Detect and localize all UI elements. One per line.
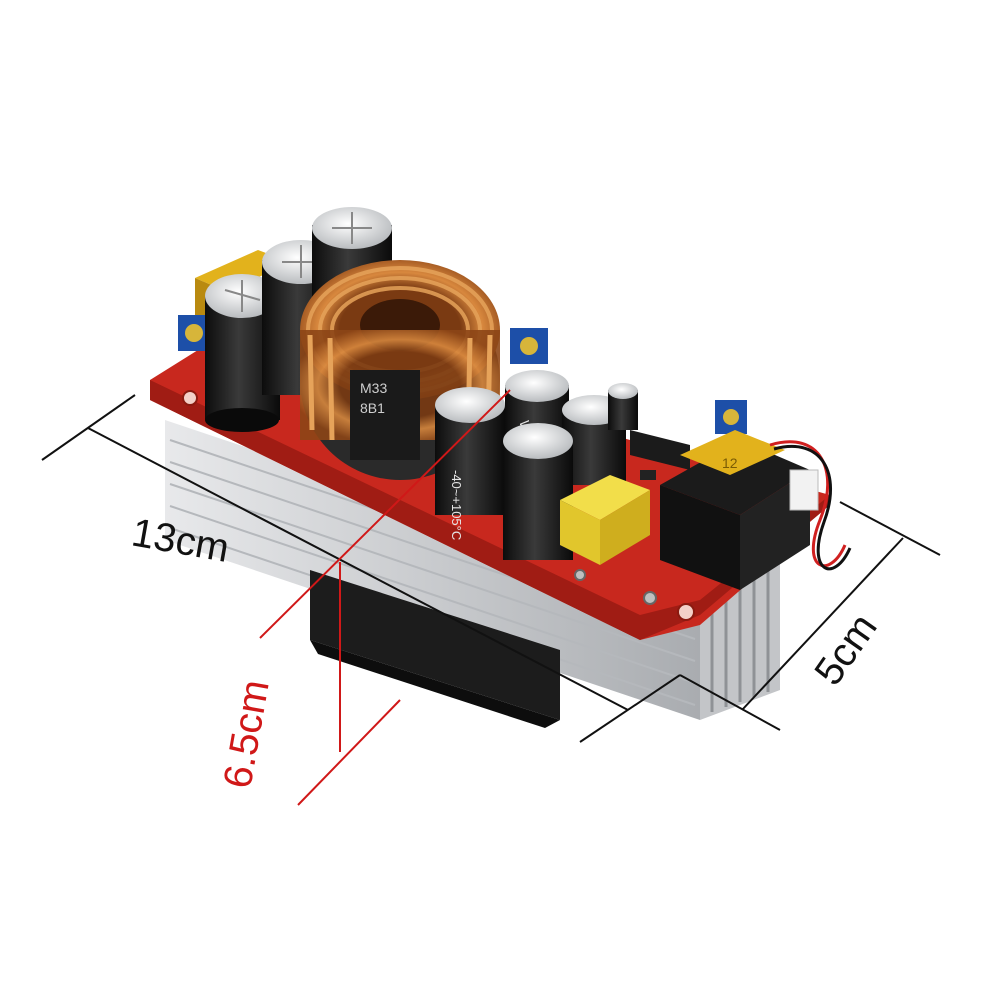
output-terminal: 12 <box>660 430 810 590</box>
fuse-marking: 12 <box>722 455 738 471</box>
capacitor-output-1: -40~+105°C <box>435 387 505 540</box>
fan-wire <box>769 440 852 571</box>
heatsink <box>165 420 780 728</box>
dimension-width <box>679 501 941 731</box>
control-ic <box>630 430 690 480</box>
potentiometer-right <box>715 400 747 434</box>
potentiometer-middle <box>510 328 548 364</box>
width-label: 5cm <box>806 606 885 693</box>
capacitor-small <box>608 383 638 430</box>
inductor-marking-1: M33 <box>360 380 387 396</box>
height-label: 6.5cm <box>216 677 278 792</box>
dimension-height <box>259 389 511 806</box>
cap-rating-text: -40~+105°C <box>449 470 464 540</box>
potentiometer-left <box>178 315 210 351</box>
inductor-marking-2: 8B1 <box>360 400 385 416</box>
dimension-length <box>41 394 681 743</box>
yellow-jumpers <box>560 475 650 565</box>
cooling-fan <box>310 570 560 728</box>
